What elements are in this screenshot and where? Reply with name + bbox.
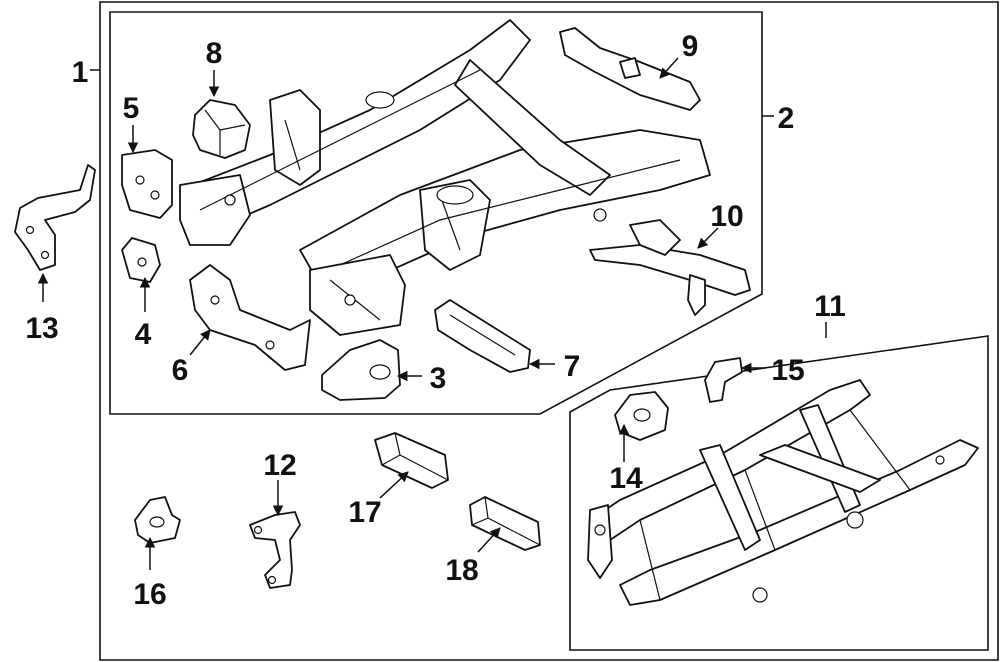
part-3-mount xyxy=(321,339,401,401)
callout-2: 2 xyxy=(778,102,795,135)
part-7-rail xyxy=(434,299,531,373)
part-16-bracket xyxy=(134,496,181,544)
part-12-bracket xyxy=(249,511,301,589)
outer-frame xyxy=(99,1,999,661)
callout-16: 16 xyxy=(133,578,166,611)
part-5-bracket xyxy=(121,149,173,219)
part-17-box-member xyxy=(374,432,449,489)
subframe-box xyxy=(109,11,763,415)
callout-17: 17 xyxy=(348,496,381,529)
callout-3: 3 xyxy=(430,362,447,395)
callout-7: 7 xyxy=(564,350,581,383)
callout-10: 10 xyxy=(710,200,743,233)
part-6-rail xyxy=(189,264,311,371)
callout-9: 9 xyxy=(682,30,699,63)
callout-4: 4 xyxy=(135,318,152,351)
callout-13: 13 xyxy=(25,312,58,345)
frame-assembly-box xyxy=(569,335,989,651)
part-4-plate xyxy=(121,237,161,283)
part-8-cushion xyxy=(192,99,251,159)
part-18-box-member xyxy=(469,496,541,551)
callout-15: 15 xyxy=(771,354,804,387)
callout-12: 12 xyxy=(263,449,296,482)
callout-18: 18 xyxy=(445,554,478,587)
part-13-bracket xyxy=(14,164,96,271)
callout-5: 5 xyxy=(123,92,140,125)
part-9-crossmember xyxy=(559,27,701,111)
callout-11: 11 xyxy=(814,290,846,323)
callout-14: 14 xyxy=(609,462,643,495)
part-10-crossmember xyxy=(589,219,751,316)
callout-6: 6 xyxy=(172,354,189,387)
part-15-bracket xyxy=(704,357,743,403)
part-14-mount xyxy=(614,391,669,441)
leader-lines xyxy=(37,57,766,570)
front-subframe xyxy=(179,19,711,336)
part-11-frame-assembly xyxy=(587,379,979,606)
callout-1: 1 xyxy=(72,56,89,89)
callout-8: 8 xyxy=(206,37,223,70)
